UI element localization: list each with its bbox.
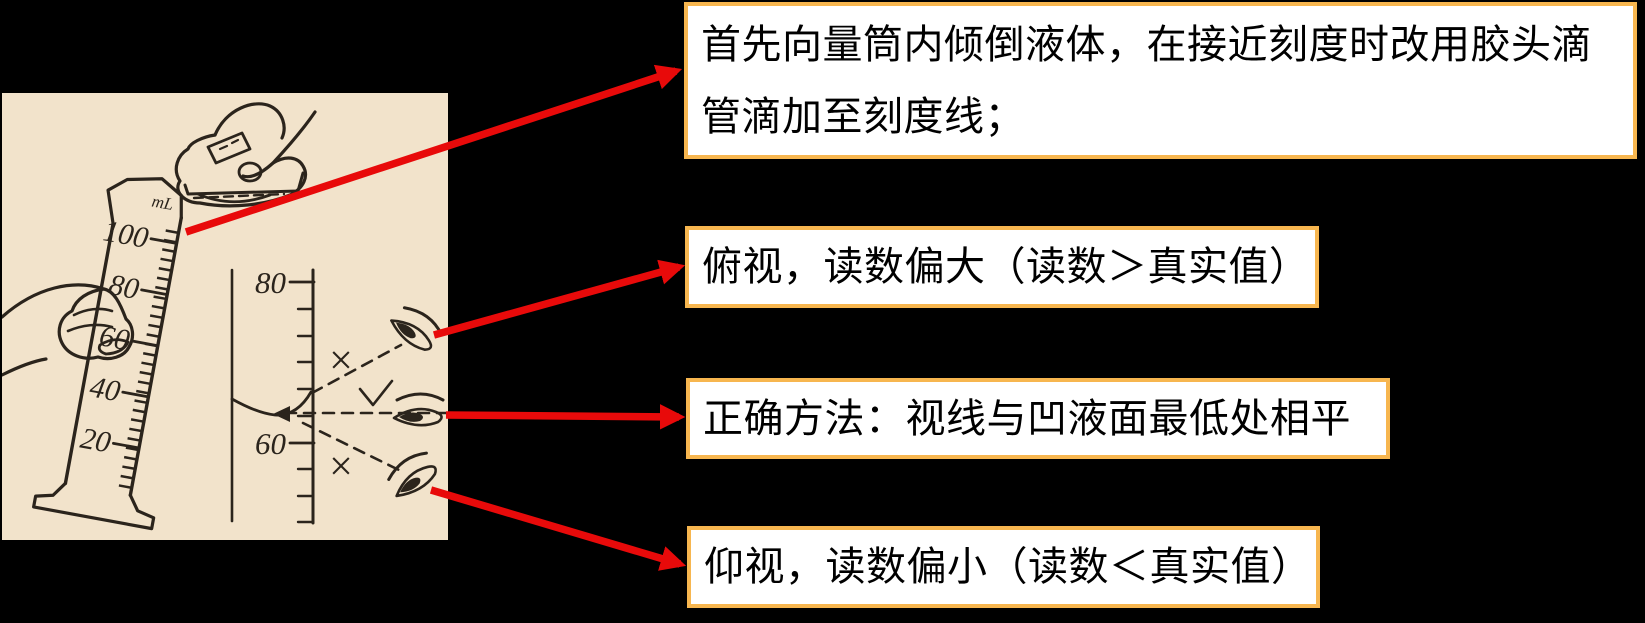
cylinder-label-40: 40: [87, 370, 122, 408]
note-pouring-line-1: 首先向量筒内倾倒液体，在接近刻度时改用胶头滴: [701, 22, 1592, 67]
cylinder-major-ticks: [112, 237, 178, 450]
holding-hand-outline: [57, 287, 135, 361]
holding-thumb: [97, 338, 130, 356]
cylinder-left-wall: [63, 221, 115, 486]
meniscus-diagram: 80 60 × ×: [230, 265, 448, 525]
cylinder-unit-label: mL: [150, 191, 175, 214]
eye-looking-up-icon: [387, 451, 437, 498]
cylinder-label-20: 20: [78, 422, 113, 460]
wrong-mark-upper: ×: [329, 338, 353, 384]
meniscus-major-ticks: [288, 280, 316, 445]
holding-hand: [2, 283, 135, 377]
pouring-wrist-line: [271, 110, 317, 165]
holding-arm-top-line: [2, 283, 106, 319]
correct-check-mark: [358, 379, 394, 407]
cylinder-base: [32, 481, 156, 531]
note-box-looking-up: 仰视，读数偏小（读数＜真实值）: [687, 526, 1320, 608]
sightline-arrowhead: [273, 406, 290, 422]
note-box-looking-down: 俯视，读数偏大（读数＞真实值）: [685, 226, 1319, 308]
wrong-mark-lower: ×: [329, 444, 353, 490]
arrow-to-look-up-note: [429, 486, 687, 571]
holding-finger-line-1: [72, 307, 114, 317]
illustration-panel: mL 100 80 60 40 20: [2, 93, 448, 540]
note-box-pouring: 首先向量筒内倾倒液体，在接近刻度时改用胶头滴 管滴加至刻度线；: [684, 2, 1637, 159]
arrow-to-look-down-note: [432, 259, 686, 339]
meniscus-label-80: 80: [255, 265, 287, 300]
sightline-looking-down: [310, 343, 403, 395]
pouring-hand-and-vessel: [174, 102, 317, 208]
note-looking-up-text: 仰视，读数偏小（读数＜真实值）: [704, 545, 1312, 589]
holding-arm-bottom-line: [2, 357, 48, 377]
meniscus-curve: [230, 390, 313, 417]
cylinder-spout-rim: [106, 177, 183, 226]
eye-level-icon: [392, 392, 445, 427]
cylinder-right-wall: [128, 216, 183, 497]
holding-finger-line-2: [66, 323, 114, 333]
note-correct-method-text: 正确方法：视线与凹液面最低处相平: [703, 396, 1351, 441]
illustration-drawing: mL 100 80 60 40 20: [2, 102, 448, 531]
note-box-correct-method: 正确方法：视线与凹液面最低处相平: [686, 378, 1390, 459]
cylinder-label-80: 80: [106, 268, 141, 306]
sightline-looking-up: [301, 421, 401, 472]
cylinder-minor-ticks: [118, 229, 179, 492]
note-pouring-line-2: 管滴加至刻度线；: [701, 94, 1025, 139]
vessel-rim-in-grip: [206, 131, 252, 165]
pouring-thumb-tip: [237, 161, 263, 183]
meniscus-minor-ticks: [296, 307, 315, 524]
note-looking-down-text: 俯视，读数偏大（读数＞真实值）: [702, 245, 1310, 289]
cylinder-label-100: 100: [101, 214, 151, 255]
meniscus-label-60: 60: [255, 426, 287, 461]
pouring-finger-arc: [213, 102, 286, 140]
arrow-to-correct-note: [445, 404, 686, 430]
